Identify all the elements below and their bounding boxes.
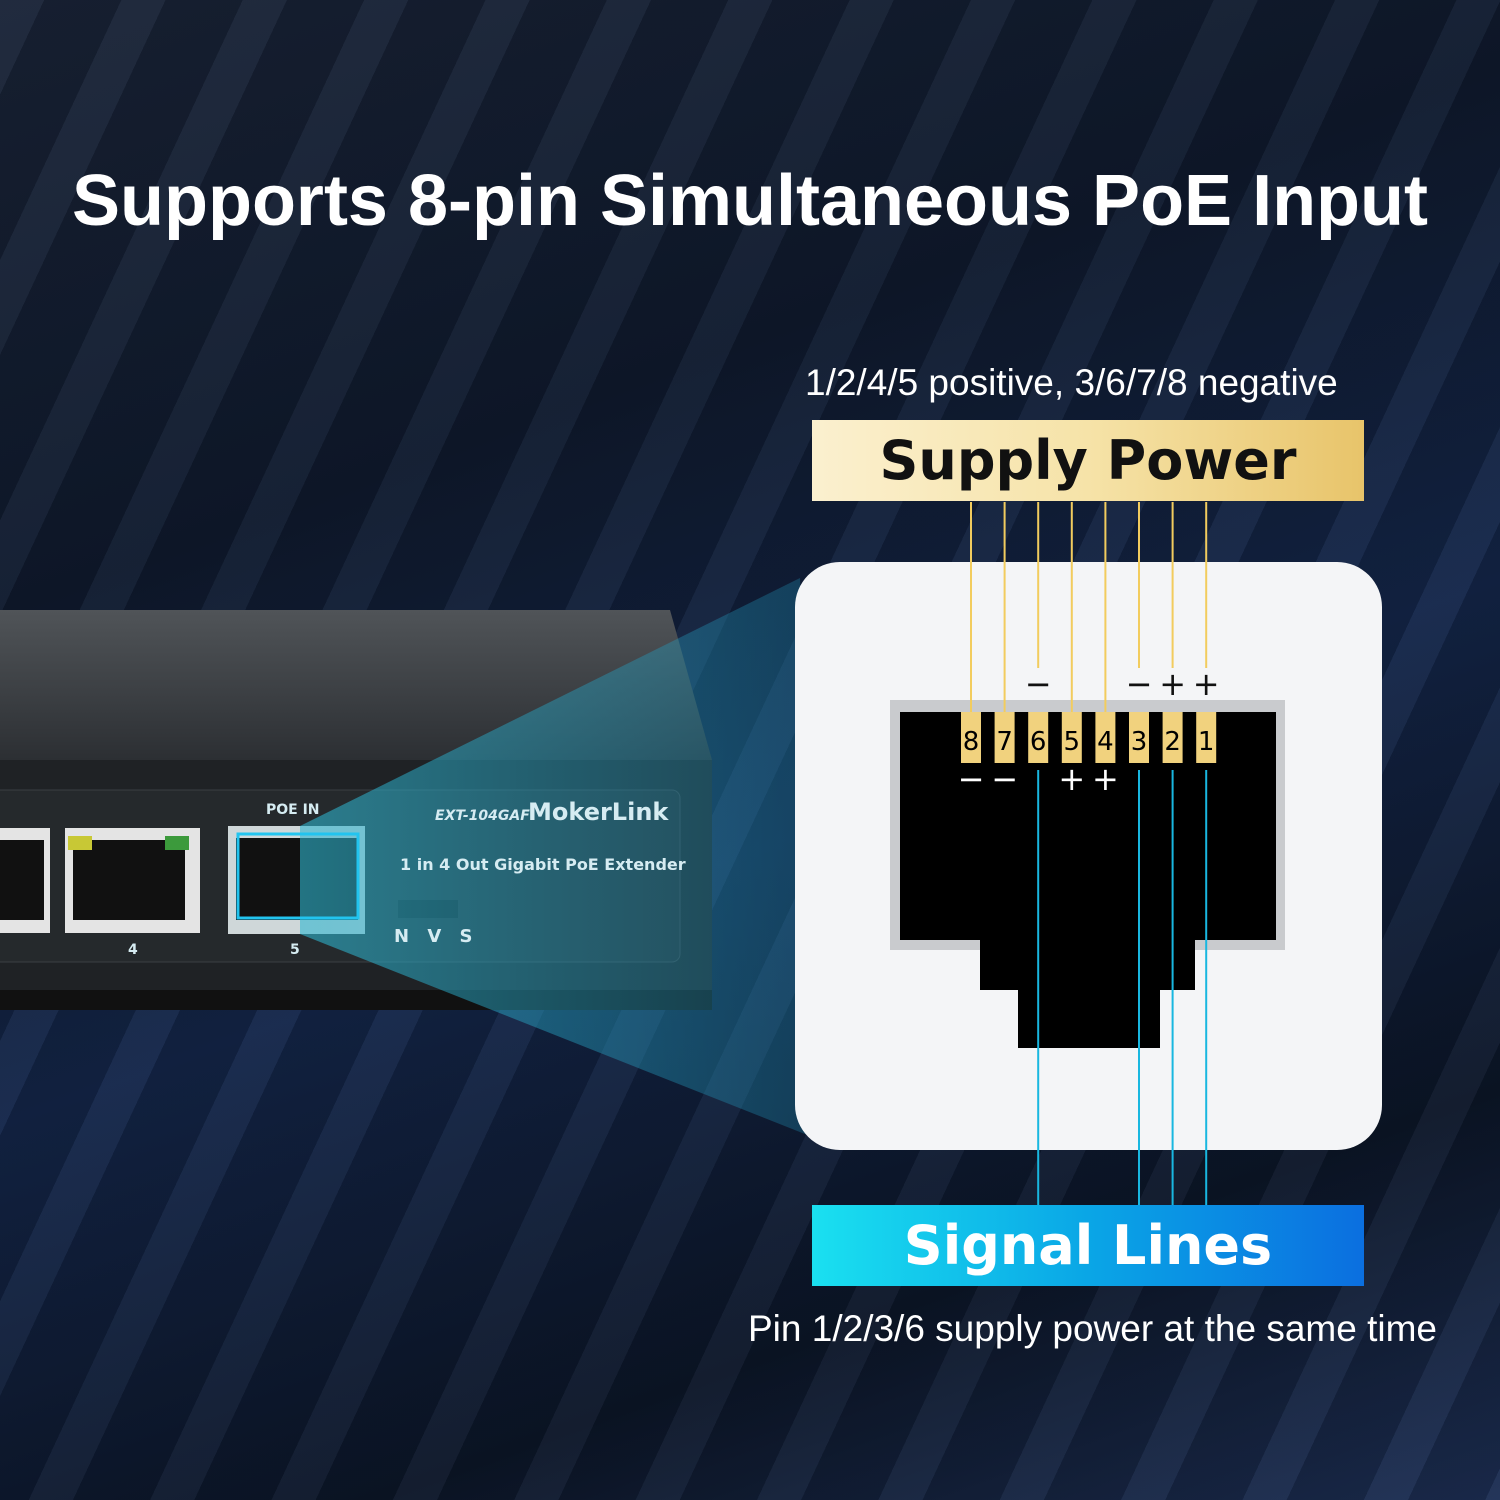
pin-contact: [1095, 712, 1116, 763]
pin-number: 4: [1097, 727, 1114, 757]
pin-number: 5: [1064, 727, 1081, 757]
pin-polarity: −: [958, 760, 985, 798]
port-highlight: [236, 832, 360, 920]
page-title: Supports 8-pin Simultaneous PoE Input: [71, 161, 1428, 241]
switch-labels: N V S: [394, 926, 479, 947]
pin-diagram: 8−7−6−5+4+3−2+1+: [958, 502, 1220, 1205]
pin-polarity: −: [1126, 665, 1153, 703]
pin-contact: [1129, 712, 1149, 763]
rj45-connector: [795, 562, 1382, 1150]
signal-lines-banner: Signal Lines: [812, 1205, 1364, 1286]
poe-in-label: POE IN: [266, 802, 320, 818]
port-4-label: 4: [128, 942, 138, 958]
pin-contact: [1061, 712, 1082, 763]
supply-power-banner: Supply Power: [812, 420, 1364, 501]
polarity-note: 1/2/4/5 positive, 3/6/7/8 negative: [805, 362, 1338, 403]
pin-number: 6: [1030, 727, 1047, 757]
pin-polarity: +: [1159, 665, 1186, 703]
pin-polarity: +: [1193, 665, 1220, 703]
pin-polarity: +: [1058, 760, 1085, 798]
pin-number: 7: [996, 727, 1013, 757]
port-5-label: 5: [290, 942, 300, 958]
device-labels: POE IN 4 5 EXT-104GAF MokerLink 1 in 4 O…: [128, 798, 686, 958]
pin-number: 1: [1198, 727, 1215, 757]
pin-polarity: −: [991, 760, 1018, 798]
spotlight-beam: [300, 578, 820, 1140]
pin-polarity: −: [1025, 665, 1052, 703]
device-description: 1 in 4 Out Gigabit PoE Extender: [400, 855, 686, 874]
pin-number: 3: [1131, 727, 1148, 757]
pin-contact: [1196, 712, 1217, 763]
pin-number: 2: [1164, 727, 1181, 757]
bottom-note: Pin 1/2/3/6 supply power at the same tim…: [748, 1308, 1437, 1349]
pin-contact: [961, 712, 981, 763]
pin-contact: [1162, 712, 1183, 763]
model-label: EXT-104GAF: [435, 808, 530, 824]
pin-polarity: +: [1092, 760, 1119, 798]
brand-logo: MokerLink: [528, 798, 669, 826]
pin-contact: [994, 712, 1015, 763]
pin-number: 8: [963, 727, 980, 757]
pin-contact: [1028, 712, 1049, 763]
